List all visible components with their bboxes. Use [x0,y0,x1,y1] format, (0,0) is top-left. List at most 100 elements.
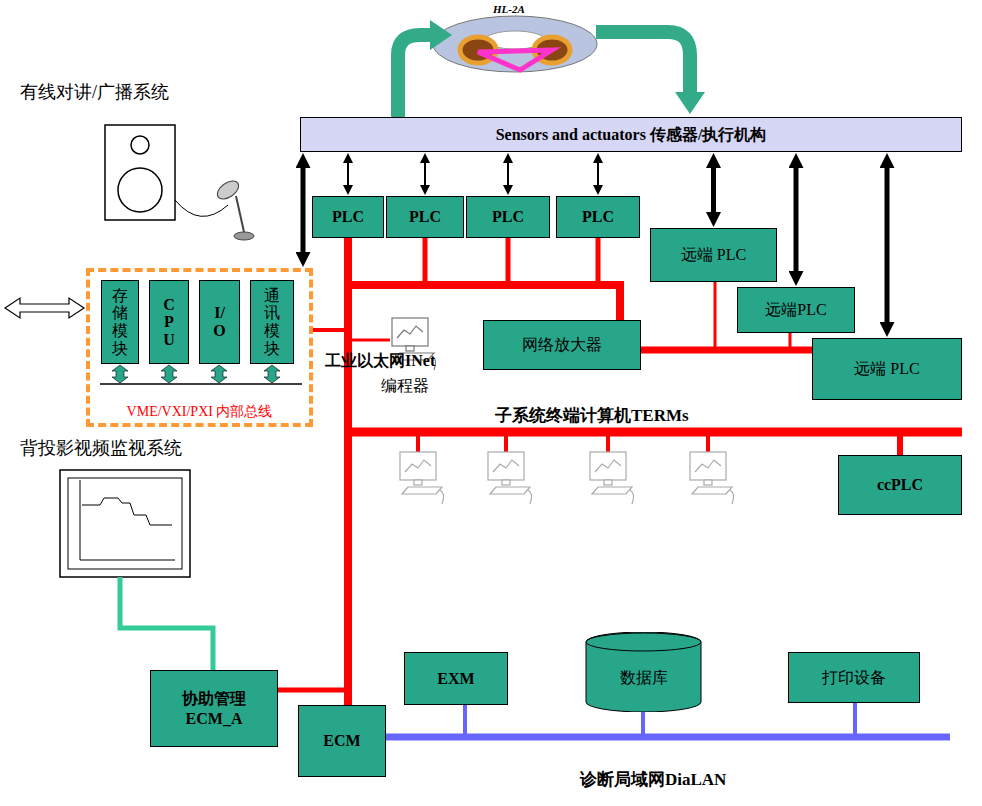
module-chassis: VME/VXI/PXI 内部总线 存储模块 CPU I/O 通讯模块 [86,268,313,427]
microphone-icon [175,200,228,216]
internal-bus [100,384,302,385]
device-box: 通讯模块 [250,280,294,364]
computer-icon [704,480,712,485]
computer-icon [690,452,726,480]
computer-icon [392,318,436,370]
node-text: ccPLC [877,475,923,494]
double-arrow [794,162,799,277]
double-arrow [424,159,426,189]
caption-label: 编程器 [381,376,429,397]
microphone-icon [236,196,244,232]
computer-icon [414,480,422,485]
double-arrow [507,159,509,189]
industrial-ethernet [606,432,610,452]
industrial-ethernet [344,428,962,437]
computer-icon [402,487,442,494]
bus-label: VME/VXI/PXI 内部总线 [127,404,273,421]
device-box: PLC [386,196,464,238]
node-text: 协助管理 [182,689,246,708]
device-box: I/O [199,280,240,364]
computer-icon [400,452,436,480]
industrial-ethernet [897,432,903,455]
computer-icon [730,490,734,504]
computer-icon [690,452,734,504]
computer-icon [432,356,436,370]
industrial-ethernet [344,281,624,289]
device-box: CPU [149,280,189,364]
node-text: 远端 PLC [681,245,746,264]
device-box: 远端 PLC [650,228,777,282]
diagnostic-lan [641,712,645,737]
speaker-icon [105,125,175,220]
diagnostic-lan [386,734,950,741]
node-text: Sensors and actuators 传感器/执行机构 [496,125,767,144]
database-cylinder: 数据库 [585,632,702,712]
industrial-ethernet [596,238,601,285]
microphone-icon [234,232,254,240]
computer-icon [692,487,732,494]
node-text: PLC [409,207,441,226]
device-box: ECM [298,705,386,777]
video-monitor [82,498,172,525]
node-text: 远端 PLC [854,359,919,378]
video-monitor [80,480,175,560]
node-text: PLC [332,207,364,226]
video-monitor [120,577,213,670]
computer-icon [406,346,414,351]
industrial-ethernet [789,333,792,350]
device-box: 存储模块 [101,280,139,364]
caption-label: 工业以太网INet [325,352,341,370]
bus-arrow [211,365,227,383]
microphone-icon [175,177,254,240]
industrial-ethernet [706,432,710,452]
industrial-ethernet [416,432,420,452]
double-arrow [597,159,599,189]
control-loop-arrow [430,20,452,50]
speaker-icon [118,168,162,212]
computer-icon [400,452,444,504]
node-text: 网络放大器 [522,335,602,354]
speaker-icon [105,125,175,220]
node-text: 数据库 [620,668,668,687]
device-box: PLC [556,196,640,238]
device-box: 远端PLC [737,287,855,333]
node-text: 远端PLC [765,300,826,319]
caption-label: 子系统终端计算机TERMs [495,404,689,427]
microphone-icon [214,177,242,202]
industrial-ethernet [714,282,717,350]
caption-label: 有线对讲/广播系统 [20,80,169,104]
external-link-arrow [5,298,84,318]
sensor-band: Sensors and actuators 传感器/执行机构 [300,117,962,152]
tokamak-illustration [478,50,552,70]
computer-icon [490,487,530,494]
device-box: ccPLC [838,455,962,515]
cylinder-top [586,633,701,651]
terminal-computer [392,318,734,504]
device-box: 协助管理ECM_A [150,670,278,747]
device-box: PLC [312,196,384,238]
node-text: I/O [212,304,228,339]
industrial-ethernet [348,339,390,342]
industrial-ethernet [506,238,511,285]
computer-icon [502,480,510,485]
computer-icon [405,460,431,472]
node-text: ECM [323,731,360,750]
external-link-arrow [5,298,84,318]
industrial-ethernet [278,238,962,706]
device-box: EXM [404,652,508,705]
node-text: PLC [582,207,614,226]
control-loop-arrow [398,20,705,117]
diagnostic-lan [853,703,857,737]
node-text: EXM [437,669,474,688]
computer-icon [493,460,519,472]
bus-arrow [161,365,177,383]
computer-icon [592,487,632,494]
cylinder-outline [586,632,701,712]
node-text: CPU [161,296,177,349]
double-arrow [885,162,890,328]
industrial-ethernet [641,347,812,354]
device-box: 网络放大器 [483,320,641,370]
industrial-ethernet [344,238,352,706]
computer-icon [488,452,532,504]
computer-icon [595,460,621,472]
